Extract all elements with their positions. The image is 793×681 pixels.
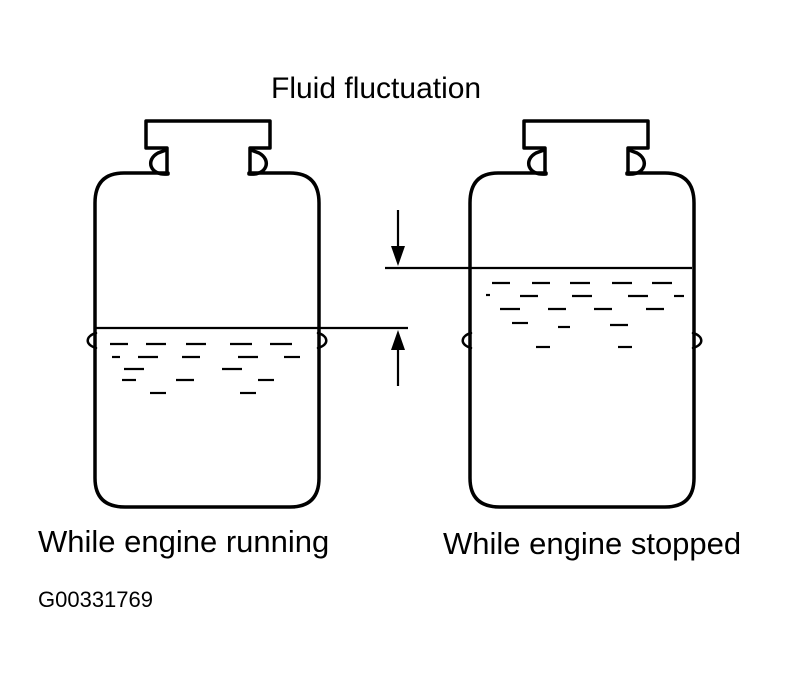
fluid-dashes-left bbox=[110, 342, 300, 395]
diagram-title: Fluid fluctuation bbox=[271, 72, 482, 105]
reservoir-running bbox=[86, 119, 328, 509]
level-mark-left bbox=[86, 331, 98, 350]
arrow-up-icon bbox=[391, 330, 405, 350]
figure-id: G00331769 bbox=[38, 587, 153, 612]
reservoir-cap-right bbox=[522, 119, 650, 173]
reservoir-body-right bbox=[468, 171, 696, 509]
reservoir-cap-left bbox=[144, 119, 272, 173]
caption-engine-running: While engine running bbox=[38, 524, 330, 559]
caption-engine-stopped: While engine stopped bbox=[443, 526, 742, 561]
level-mark-right bbox=[461, 331, 473, 350]
reservoir-body-left bbox=[93, 171, 321, 509]
reservoir-stopped bbox=[461, 119, 703, 509]
arrow-down-icon bbox=[391, 246, 405, 266]
fluid-dashes-right bbox=[486, 281, 684, 349]
